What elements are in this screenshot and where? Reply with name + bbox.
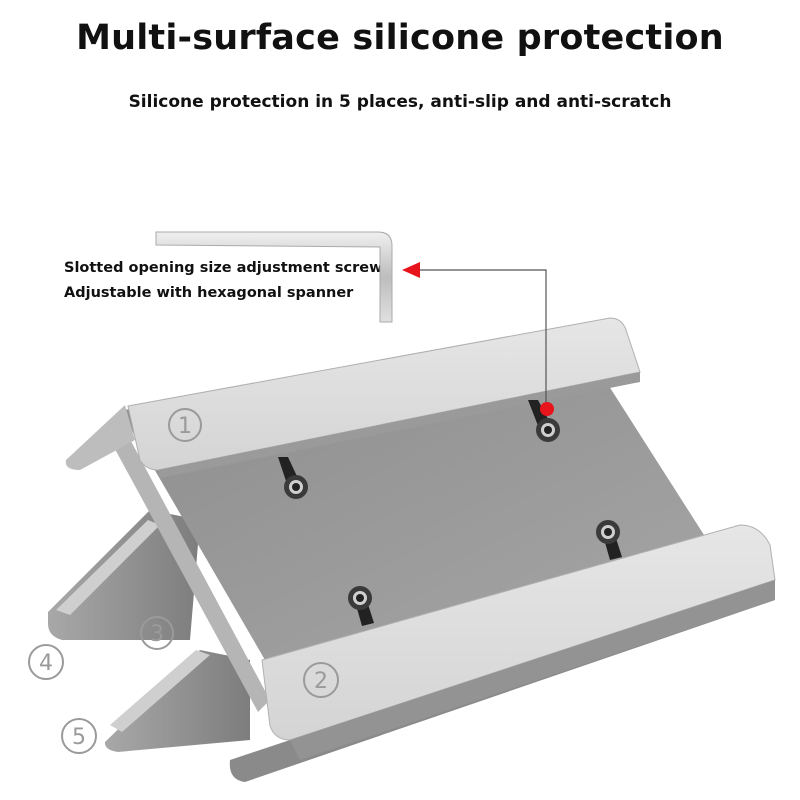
marker-labels: 1 2 3 4 5 — [39, 414, 328, 750]
screws — [278, 400, 622, 626]
marker-5: 5 — [72, 725, 86, 750]
number-markers — [28, 408, 339, 754]
pad-1 — [127, 317, 641, 478]
arrow-left-icon — [402, 262, 554, 416]
page-subtitle: Silicone protection in 5 places, anti-sl… — [128, 92, 672, 112]
callout-text: Slotted opening size adjustment screw Ad… — [64, 256, 383, 306]
marker-4: 4 — [39, 651, 53, 676]
marker-2: 2 — [314, 669, 328, 694]
callout-line-1: Slotted opening size adjustment screw — [64, 260, 383, 276]
hex-key-icon — [155, 231, 393, 323]
callout-line-2: Adjustable with hexagonal spanner — [64, 285, 354, 301]
marker-1: 1 — [178, 414, 192, 439]
pad-2 — [261, 524, 776, 760]
marker-3: 3 — [150, 622, 164, 647]
legs — [48, 510, 250, 752]
page-title: Multi-surface silicone protection — [76, 18, 724, 58]
